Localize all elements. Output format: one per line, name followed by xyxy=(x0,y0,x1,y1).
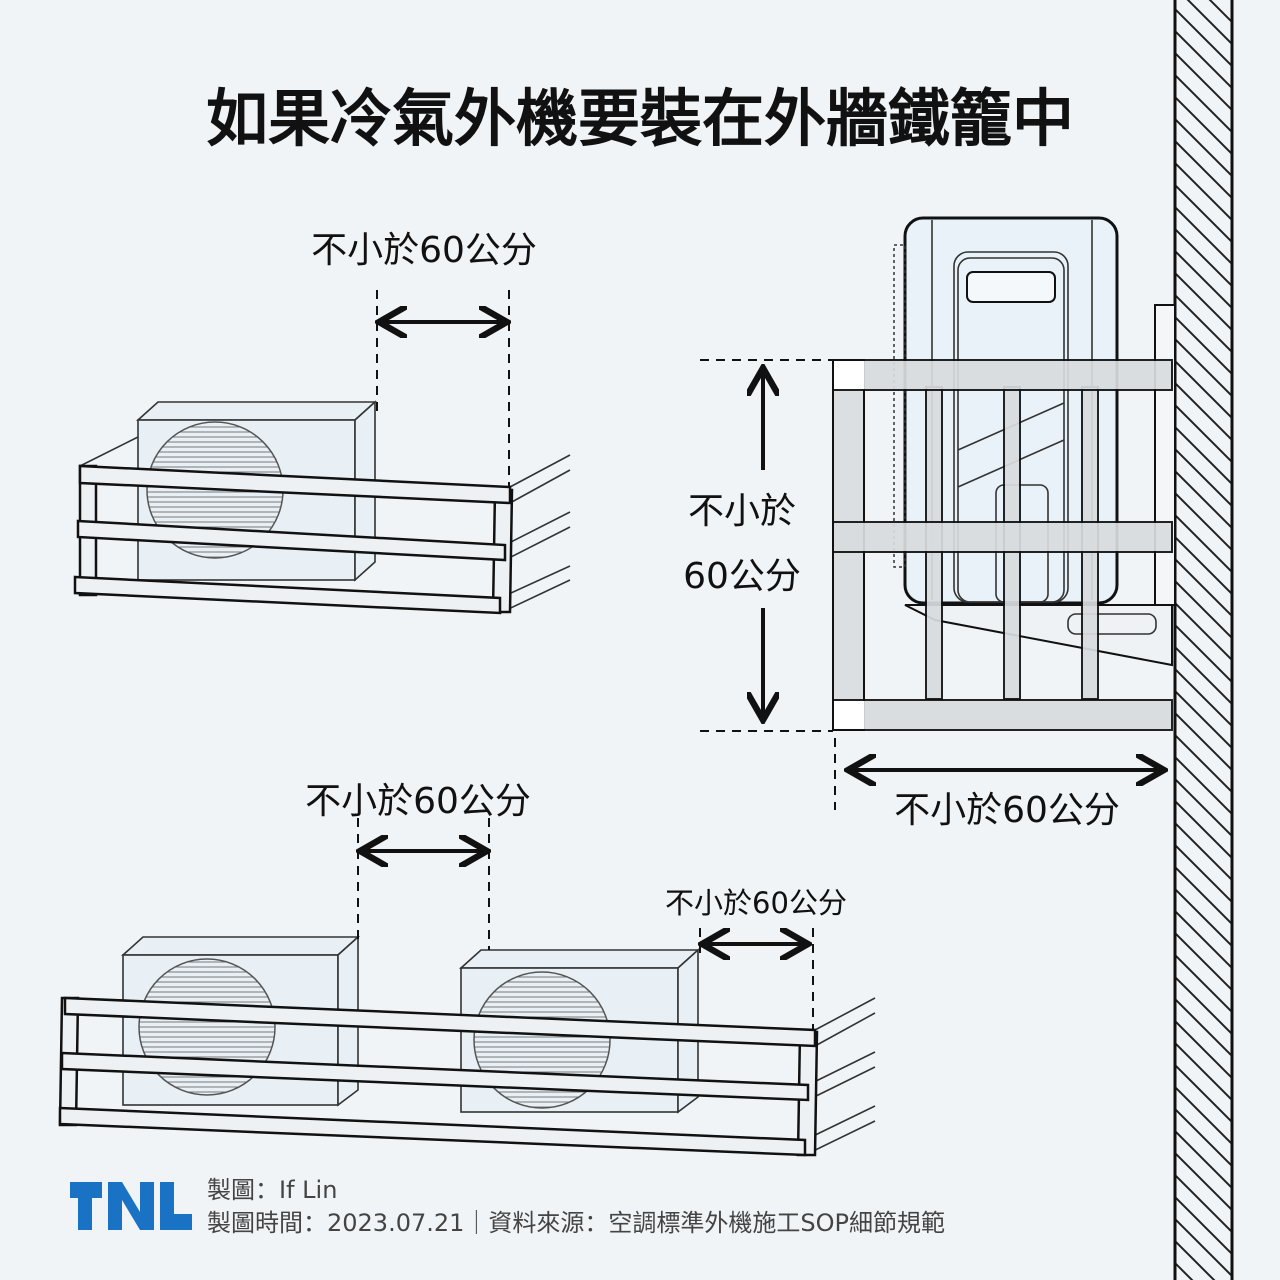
page-title: 如果冷氣外機要裝在外牆鐵籠中 xyxy=(206,82,1074,155)
source-text: 製圖時間：2023.07.21｜資料來源：空調標準外機施工SOP細節規範 xyxy=(207,1209,945,1237)
double-unit-cage-diagram: 不小於60公分 不小於60公分 xyxy=(58,781,876,1157)
single-unit-cage-diagram: 不小於60公分 xyxy=(73,230,571,615)
gap-label: 不小於60公分 xyxy=(305,781,531,822)
wall xyxy=(1173,0,1234,1280)
side-view-diagram: 不小於 60公分 不小於60公分 xyxy=(683,216,1176,831)
credit-text: 製圖：If Lin xyxy=(207,1176,337,1204)
depth-label: 不小於60公分 xyxy=(894,790,1120,831)
tnl-logo xyxy=(70,1182,192,1230)
cage-bars xyxy=(73,436,571,615)
height-label-line2: 60公分 xyxy=(683,556,801,597)
height-label-line1: 不小於 xyxy=(688,491,796,532)
cage-bars xyxy=(58,996,876,1157)
ac-outdoor-unit-left xyxy=(120,935,361,1107)
cage-frame xyxy=(832,359,1173,731)
clearance-label: 不小於60公分 xyxy=(311,230,537,271)
side-clearance-label: 不小於60公分 xyxy=(665,886,847,920)
